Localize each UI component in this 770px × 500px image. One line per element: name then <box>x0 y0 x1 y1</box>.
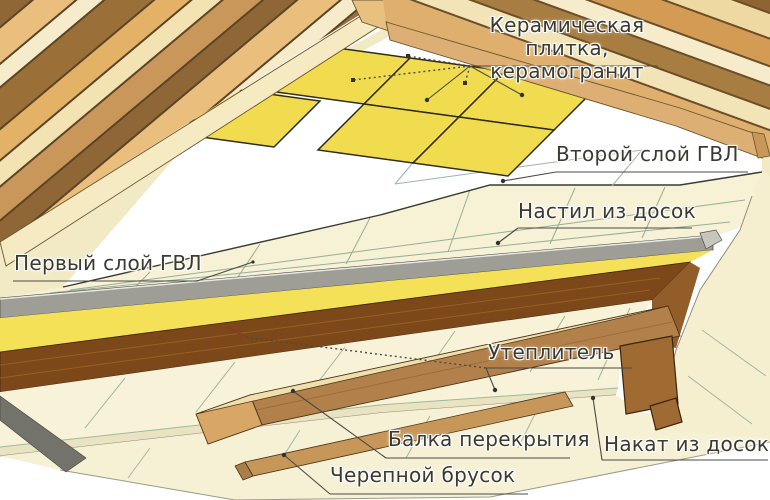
wood-planks-right-end-cap <box>751 131 770 159</box>
gray-strip-end-cap <box>699 229 723 250</box>
label-cranial-bar: Черепной брусок <box>330 463 516 487</box>
leader-dots <box>251 54 596 458</box>
label-gvl-second-layer: Второй слой ГВЛ <box>556 142 739 166</box>
label-ceramic-tile-line1: Керамическая плитка, <box>489 13 645 60</box>
gray-strip-highlight <box>0 235 713 300</box>
label-ceramic-tile: Керамическая плитка, керамогранит <box>450 14 684 83</box>
wood-planks-right-edge-board <box>385 21 763 159</box>
right-side-wrap <box>655 172 770 438</box>
label-insulation: Утеплитель <box>488 340 615 364</box>
gvl-sheet-2-front-edge <box>62 171 763 288</box>
label-board-roll: Накат из досок <box>604 432 770 456</box>
floor-beam-top <box>195 305 669 415</box>
insulation-edge-band <box>0 250 713 352</box>
label-plank-decking: Настил из досок <box>518 199 696 223</box>
leader-lines <box>13 55 768 495</box>
plank-decking-layer <box>0 172 762 298</box>
board-roll-front-edge <box>59 441 770 500</box>
ceramic-tile <box>411 116 556 177</box>
cranial-bar-end <box>234 461 254 481</box>
label-gvl-first-layer: Первый слой ГВЛ <box>14 251 202 275</box>
insulation-edge-line <box>0 387 619 448</box>
label-floor-beam: Балка перекрытия <box>388 427 590 451</box>
insulation-front-edge <box>0 388 618 456</box>
beam-cross-section-step <box>649 397 683 431</box>
label-ceramic-tile-line2: керамогранит <box>490 59 644 83</box>
left-underside-wedge <box>0 395 87 473</box>
floor-beam-grain <box>255 321 673 411</box>
insulation-pointer-tick <box>226 326 245 337</box>
wood-planks-top-right <box>383 0 770 156</box>
right-wrap-seams <box>687 329 767 425</box>
beam-grain-lines <box>0 277 661 379</box>
insulation-layer <box>0 300 652 447</box>
